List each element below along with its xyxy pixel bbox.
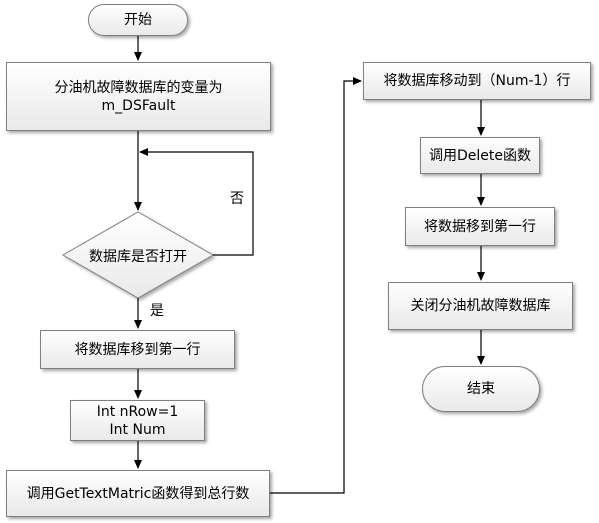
move-first-row-left-label: 将数据库移到第一行 xyxy=(74,341,201,358)
int-line-2: Int Num xyxy=(109,421,166,438)
close-database-box: 关闭分油机故障数据库 xyxy=(388,282,573,330)
move-to-num-row-label: 将数据库移动到（Num-1）行 xyxy=(383,73,571,89)
get-text-matric-box: 调用GetTextMatric函数得到总行数 xyxy=(6,470,270,517)
start-node: 开始 xyxy=(88,4,188,36)
end-node: 结束 xyxy=(422,366,540,412)
end-label: 结束 xyxy=(467,381,495,397)
close-database-label: 关闭分油机故障数据库 xyxy=(410,298,551,314)
move-first-row-left-box: 将数据库移到第一行 xyxy=(40,330,235,369)
get-text-matric-label: 调用GetTextMatric函数得到总行数 xyxy=(26,485,250,502)
delete-label: 调用Delete函数 xyxy=(429,147,531,164)
move-first-row-right-box: 将数据移到第一行 xyxy=(405,207,555,246)
yes-label: 是 xyxy=(150,303,164,319)
variable-box: 分油机故障数据库的变量为 m_DSFault xyxy=(6,62,271,131)
move-to-num-row-box: 将数据库移动到（Num-1）行 xyxy=(363,62,591,100)
decision-label: 数据库是否打开 xyxy=(89,249,187,265)
delete-box: 调用Delete函数 xyxy=(420,137,540,174)
arrow-gettext-to-movenum xyxy=(270,77,362,494)
int-declaration-box: Int nRow=1 Int Num xyxy=(70,400,205,441)
no-label: 否 xyxy=(230,191,244,207)
variable-line-1: 分油机故障数据库的变量为 xyxy=(54,79,223,96)
variable-line-2: m_DSFault xyxy=(101,97,176,114)
start-label: 开始 xyxy=(124,12,152,28)
int-line-1: Int nRow=1 xyxy=(96,403,179,420)
move-first-row-right-label: 将数据移到第一行 xyxy=(424,218,536,235)
arrow-no-loop xyxy=(139,148,254,256)
